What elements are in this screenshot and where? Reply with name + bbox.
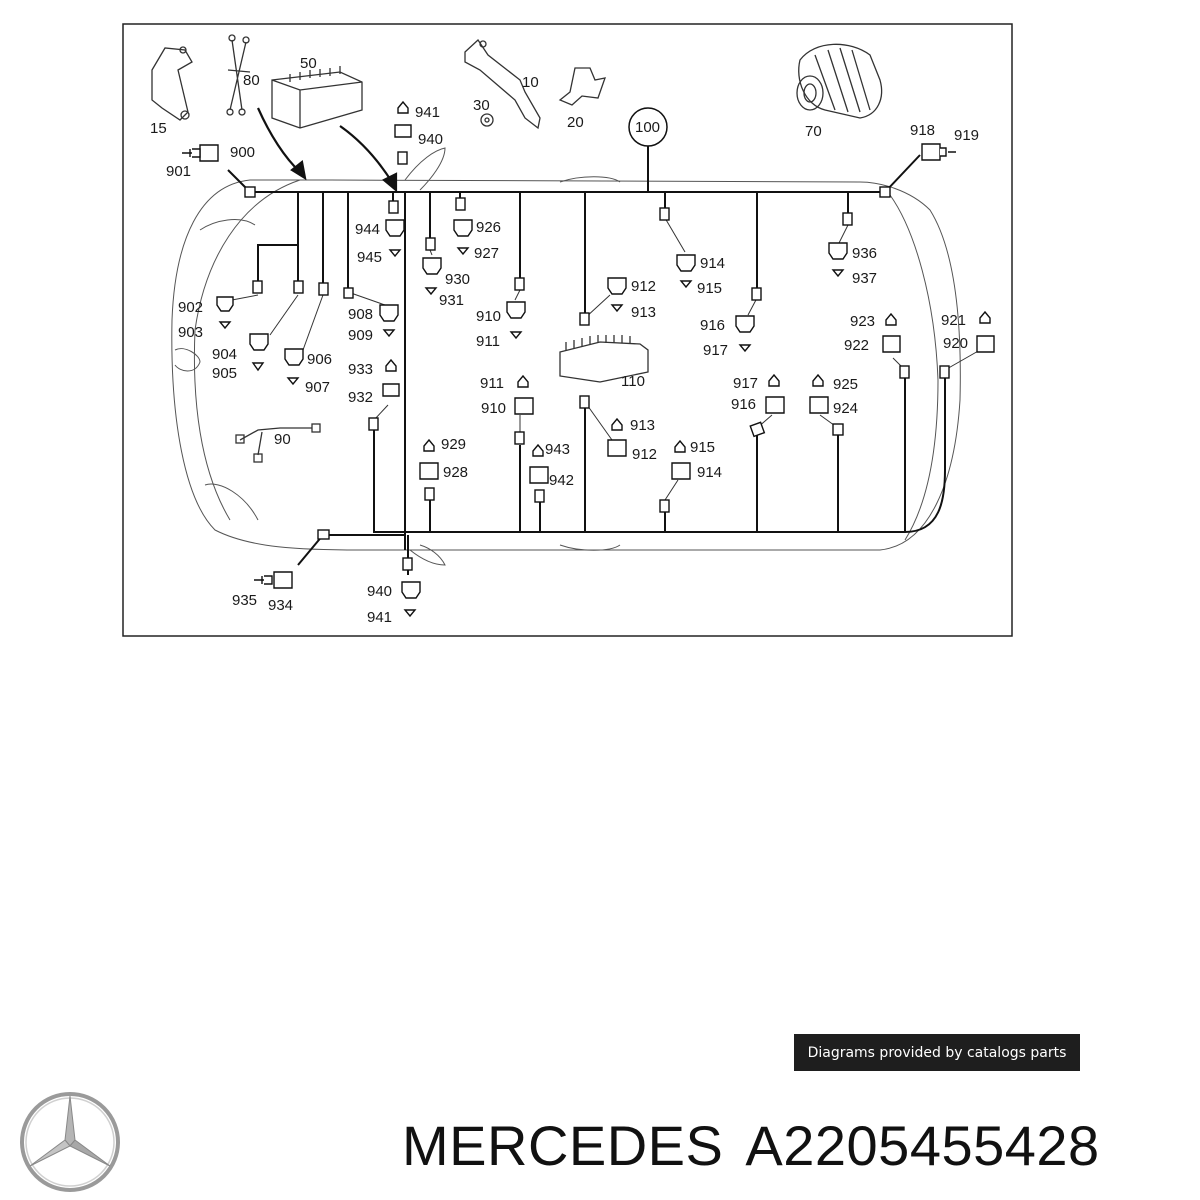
callout-100-circle bbox=[628, 107, 668, 147]
label-903: 903 bbox=[178, 324, 203, 341]
label-912-b: 912 bbox=[632, 446, 657, 463]
label-80: 80 bbox=[243, 72, 260, 89]
label-943: 943 bbox=[545, 441, 570, 458]
label-15: 15 bbox=[150, 120, 167, 137]
label-10: 10 bbox=[522, 74, 539, 91]
label-70: 70 bbox=[805, 123, 822, 140]
label-902: 902 bbox=[178, 299, 203, 316]
label-922: 922 bbox=[844, 337, 869, 354]
label-932: 932 bbox=[348, 389, 373, 406]
label-90: 90 bbox=[274, 431, 291, 448]
label-110: 110 bbox=[621, 373, 645, 390]
connector-blocks bbox=[244, 151, 950, 571]
part-labels: 15 80 50 30 10 20 70 100 941 940 900 901… bbox=[150, 55, 979, 626]
grommet-30 bbox=[480, 113, 494, 127]
label-913-b: 913 bbox=[630, 417, 655, 434]
bracket-15 bbox=[151, 47, 193, 121]
label-910-b: 910 bbox=[481, 400, 506, 417]
label-100: 100 bbox=[635, 119, 660, 136]
label-928: 928 bbox=[443, 464, 468, 481]
label-936: 936 bbox=[852, 245, 877, 262]
car-outline bbox=[171, 147, 961, 566]
label-921: 921 bbox=[941, 312, 966, 329]
label-915: 915 bbox=[697, 280, 722, 297]
label-920: 920 bbox=[943, 335, 968, 352]
label-917: 917 bbox=[703, 342, 728, 359]
label-925: 925 bbox=[833, 376, 858, 393]
label-916: 916 bbox=[700, 317, 725, 334]
relay-block-110 bbox=[559, 341, 649, 383]
bracket-10 bbox=[464, 39, 541, 130]
label-907: 907 bbox=[305, 379, 330, 396]
label-942: 942 bbox=[549, 472, 574, 489]
label-906: 906 bbox=[307, 351, 332, 368]
label-914-b: 914 bbox=[697, 464, 722, 481]
label-929: 929 bbox=[441, 436, 466, 453]
label-914: 914 bbox=[700, 255, 725, 272]
label-919: 919 bbox=[954, 127, 979, 144]
pointer-arrows bbox=[256, 107, 398, 193]
label-940-b: 940 bbox=[367, 583, 392, 600]
label-933: 933 bbox=[348, 361, 373, 378]
label-50: 50 bbox=[300, 55, 317, 72]
label-905: 905 bbox=[212, 365, 237, 382]
label-20: 20 bbox=[567, 114, 584, 131]
label-926: 926 bbox=[476, 219, 501, 236]
cable-80 bbox=[227, 39, 251, 111]
label-934: 934 bbox=[268, 597, 293, 614]
part-number: A2205455428 bbox=[745, 1113, 1100, 1177]
label-912: 912 bbox=[631, 278, 656, 295]
plug-glyphs bbox=[182, 100, 995, 618]
label-940: 940 bbox=[418, 131, 443, 148]
label-937: 937 bbox=[852, 270, 877, 287]
label-944: 944 bbox=[355, 221, 380, 238]
brand-name: MERCEDES bbox=[402, 1113, 724, 1177]
label-908: 908 bbox=[348, 306, 373, 323]
label-941-b: 941 bbox=[367, 609, 392, 626]
label-924: 924 bbox=[833, 400, 858, 417]
label-935: 935 bbox=[232, 592, 257, 609]
label-900: 900 bbox=[230, 144, 255, 161]
harness-wires bbox=[227, 140, 946, 575]
label-30: 30 bbox=[473, 97, 490, 114]
label-927: 927 bbox=[474, 245, 499, 262]
label-931: 931 bbox=[439, 292, 464, 309]
label-941: 941 bbox=[415, 104, 440, 121]
part-sketches bbox=[151, 34, 883, 463]
wire-90 bbox=[239, 427, 312, 456]
label-930: 930 bbox=[445, 271, 470, 288]
label-904: 904 bbox=[212, 346, 237, 363]
credit-banner: Diagrams provided by catalogs parts bbox=[794, 1034, 1080, 1071]
label-917-b: 917 bbox=[733, 375, 758, 392]
label-918: 918 bbox=[910, 122, 935, 139]
label-923: 923 bbox=[850, 313, 875, 330]
label-911-b: 911 bbox=[480, 375, 504, 392]
diagram-frame bbox=[122, 23, 1013, 637]
label-916-b: 916 bbox=[731, 396, 756, 413]
label-911: 911 bbox=[476, 333, 500, 350]
fuse-box-50 bbox=[271, 71, 363, 129]
brand-part-line: MERCEDES A2205455428 bbox=[402, 1108, 1192, 1182]
label-915-b: 915 bbox=[690, 439, 715, 456]
label-901: 901 bbox=[166, 163, 191, 180]
label-913: 913 bbox=[631, 304, 656, 321]
label-909: 909 bbox=[348, 327, 373, 344]
label-945: 945 bbox=[357, 249, 382, 266]
label-910: 910 bbox=[476, 308, 501, 325]
mercedes-star-logo-icon bbox=[20, 1092, 120, 1192]
clip-20 bbox=[558, 67, 606, 106]
